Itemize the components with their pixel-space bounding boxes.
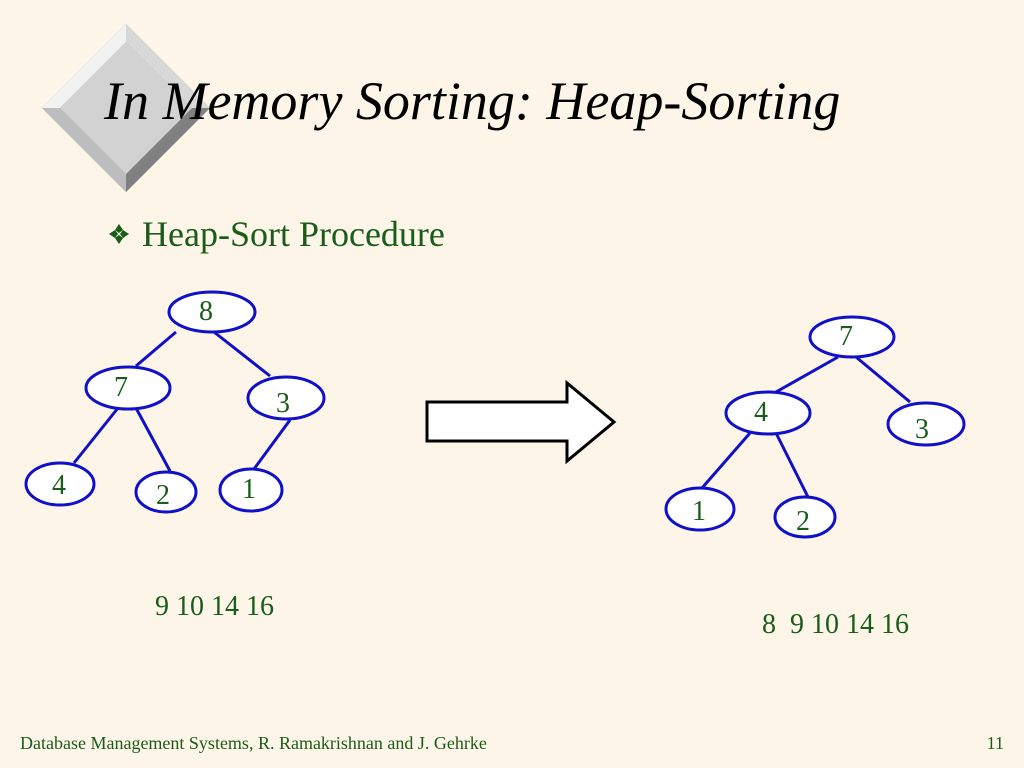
- node-label: 8: [199, 296, 213, 327]
- edge-3-1: [252, 419, 292, 470]
- transition-arrow-icon: [425, 379, 617, 465]
- node-label: 1: [242, 474, 256, 505]
- right-heap-node-l2-ll: 1: [664, 486, 736, 532]
- left-heap-edges: [72, 330, 292, 472]
- page-number: 11: [986, 733, 1004, 753]
- right-heap-node-l2-lr: 2: [773, 495, 837, 539]
- edge-4-1: [700, 432, 752, 489]
- diamond-bullet-icon: [109, 224, 129, 244]
- node-label: 7: [114, 372, 128, 403]
- footer-citation: Database Management Systems, R. Ramakris…: [20, 733, 487, 753]
- right-sorted-sequence: 8 9 10 14 16: [762, 609, 909, 640]
- node-label: 4: [754, 397, 768, 428]
- edge-8-3: [213, 330, 271, 378]
- left-heap-node-root: 8: [167, 290, 257, 334]
- node-label: 3: [276, 388, 290, 419]
- left-sorted-sequence: 9 10 14 16: [155, 591, 274, 622]
- left-heap-node-l1-right: 3: [246, 375, 326, 421]
- edge-8-7: [135, 330, 177, 368]
- edge-7-3: [855, 355, 911, 404]
- node-label: 2: [156, 480, 170, 511]
- left-heap-node-l1-left: 7: [84, 365, 172, 411]
- left-heap-node-l2-ll: 4: [24, 461, 96, 507]
- bullet-item: Heap-Sort Procedure: [108, 212, 445, 256]
- right-heap-edges: [700, 355, 911, 498]
- right-heap-node-l1-right: 3: [886, 401, 966, 447]
- left-heap-node-l2-lr: 2: [134, 470, 198, 514]
- node-label: 7: [839, 321, 853, 352]
- slide-title: In Memory Sorting: Heap-Sorting: [104, 71, 841, 131]
- left-heap-node-l2-rl: 1: [218, 467, 284, 513]
- node-label: 3: [915, 414, 929, 445]
- edge-7-4: [72, 407, 120, 464]
- edge-7-4: [775, 355, 839, 394]
- bullet-text: Heap-Sort Procedure: [142, 214, 445, 254]
- node-label: 2: [796, 506, 810, 537]
- node-label: 1: [692, 496, 706, 527]
- decorative-diamond: [42, 24, 210, 192]
- edge-4-2: [774, 432, 810, 498]
- node-label: 4: [52, 470, 66, 501]
- right-heap-node-l1-left: 4: [724, 390, 812, 436]
- right-heap-node-root: 7: [808, 315, 896, 359]
- edge-7-2: [134, 407, 172, 472]
